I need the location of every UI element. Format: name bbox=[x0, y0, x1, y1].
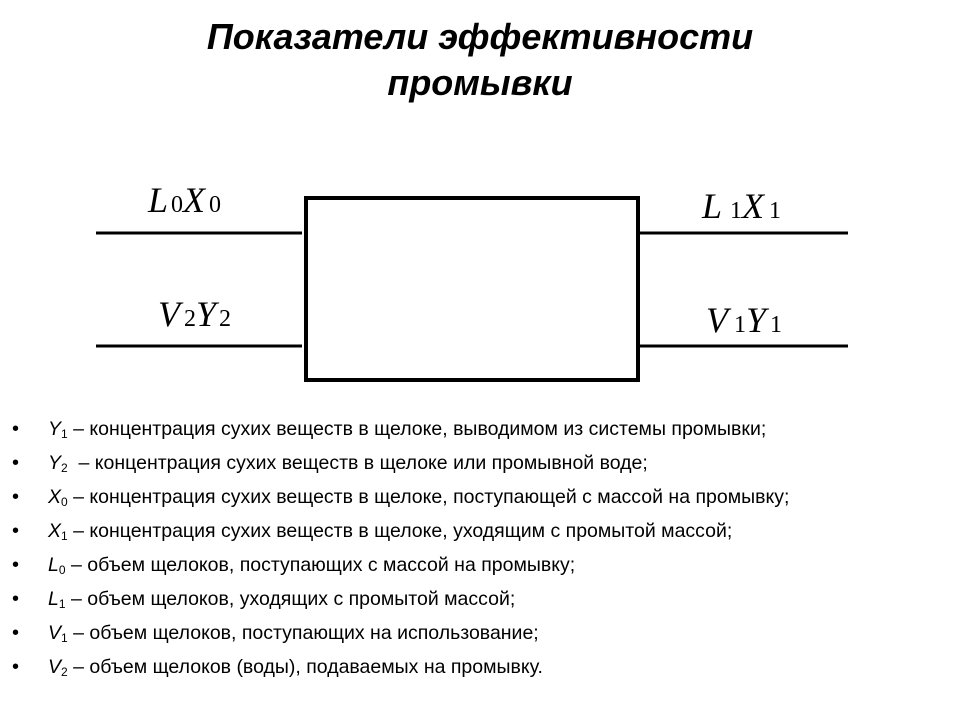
output-bottom-main1: V bbox=[706, 300, 732, 340]
legend-subscript: 2 bbox=[61, 665, 68, 679]
legend-symbol: L bbox=[48, 554, 59, 576]
bullet-icon: • bbox=[12, 452, 20, 474]
legend-list: • Y1 – концентрация сухих веществ в щело… bbox=[12, 418, 942, 690]
legend-item: • L1 – объем щелоков, уходящих с промыто… bbox=[12, 588, 942, 616]
output-top-main2: X bbox=[740, 186, 766, 226]
input-bottom-main2: Y bbox=[196, 294, 220, 334]
bullet-icon: • bbox=[12, 554, 20, 576]
input-bottom-sub1: 2 bbox=[184, 306, 196, 332]
legend-text: – концентрация сухих веществ в щелоке ил… bbox=[67, 452, 648, 474]
bullet-icon: • bbox=[12, 418, 20, 440]
output-top-sub1: 1 bbox=[730, 198, 742, 224]
legend-subscript: 1 bbox=[58, 597, 66, 611]
legend-subscript: 1 bbox=[61, 631, 68, 645]
legend-text: – объем щелоков, уходящих с промытой мас… bbox=[65, 588, 516, 610]
washing-unit-box bbox=[304, 196, 640, 382]
bullet-icon: • bbox=[12, 588, 20, 610]
legend-subscript: 0 bbox=[58, 563, 66, 577]
bullet-icon: • bbox=[12, 486, 20, 508]
legend-item: • Y1 – концентрация сухих веществ в щело… bbox=[12, 418, 942, 446]
input-top-main1: L bbox=[147, 180, 168, 220]
bullet-icon: • bbox=[12, 622, 20, 644]
legend-subscript: 1 bbox=[61, 427, 68, 441]
legend-symbol: V bbox=[48, 656, 62, 678]
legend-item: • L0 – объем щелоков, поступающих с масс… bbox=[12, 554, 942, 582]
output-bottom-sub1: 1 bbox=[734, 312, 746, 338]
bullet-icon: • bbox=[12, 520, 20, 542]
output-top-main1: L bbox=[701, 186, 722, 226]
output-bottom-sub2: 1 bbox=[770, 312, 782, 338]
legend-symbol: Y bbox=[48, 418, 62, 440]
legend-text: – концентрация сухих веществ в щелоке, у… bbox=[67, 520, 733, 542]
input-top-sub1: 0 bbox=[171, 192, 183, 218]
legend-item: • Y2 – концентрация сухих веществ в щело… bbox=[12, 452, 942, 480]
output-bottom-main2: Y bbox=[746, 300, 770, 340]
legend-subscript: 0 bbox=[61, 495, 68, 509]
bullet-icon: • bbox=[12, 656, 20, 678]
input-bottom-sub2: 2 bbox=[219, 306, 231, 332]
legend-text: – объем щелоков, поступающих с массой на… bbox=[65, 554, 576, 576]
input-bottom-main1: V bbox=[158, 294, 184, 334]
legend-symbol: L bbox=[48, 588, 59, 610]
legend-symbol: Y bbox=[48, 452, 62, 474]
legend-symbol: V bbox=[48, 622, 62, 644]
legend-item: • V2 – объем щелоков (воды), подаваемых … bbox=[12, 656, 942, 684]
output-top-sub2: 1 bbox=[769, 198, 781, 224]
legend-text: – концентрация сухих веществ в щелоке, в… bbox=[67, 418, 767, 440]
legend-text: – объем щелоков (воды), подаваемых на пр… bbox=[67, 656, 543, 678]
legend-subscript: 2 bbox=[61, 461, 68, 475]
title-line-2: промывки bbox=[387, 62, 573, 103]
legend-subscript: 1 bbox=[61, 529, 68, 543]
legend-symbol: X bbox=[48, 520, 62, 542]
legend-item: • V1 – объем щелоков, поступающих на исп… bbox=[12, 622, 942, 650]
legend-text: – концентрация сухих веществ в щелоке, п… bbox=[67, 486, 790, 508]
legend-symbol: X bbox=[48, 486, 62, 508]
page-title: Показатели эффективности промывки bbox=[0, 14, 960, 106]
legend-item: • X0 – концентрация сухих веществ в щело… bbox=[12, 486, 942, 514]
legend-item: • X1 – концентрация сухих веществ в щело… bbox=[12, 520, 942, 548]
title-line-1: Показатели эффективности bbox=[206, 16, 754, 57]
legend-text: – объем щелоков, поступающих на использо… bbox=[67, 622, 539, 644]
input-top-sub2: 0 bbox=[209, 192, 221, 218]
input-top-main2: X bbox=[181, 180, 207, 220]
